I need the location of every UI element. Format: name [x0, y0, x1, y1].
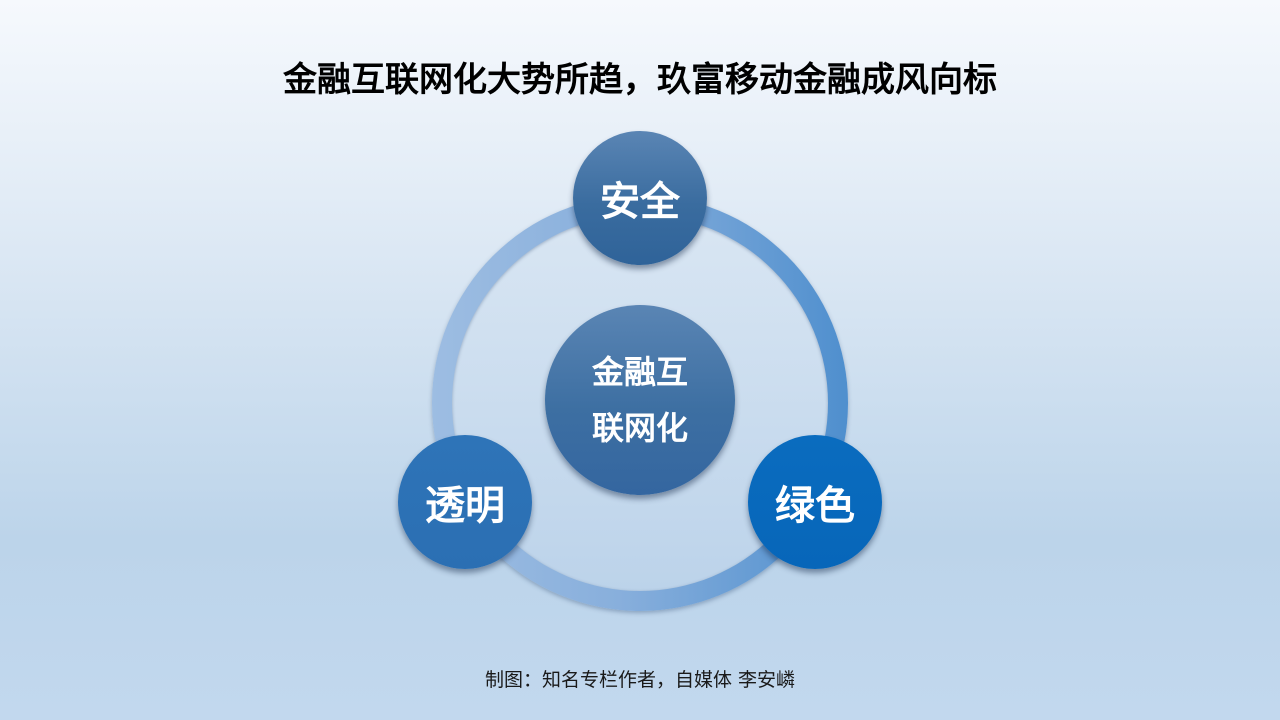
node-green: 绿色 — [748, 435, 882, 569]
caption: 制图：知名专栏作者，自媒体 李安嶙 — [484, 669, 796, 691]
node-transparency-label: 透明 — [425, 483, 505, 529]
slide-title: 金融互联网化大势所趋，玖富移动金融成风向标 — [283, 60, 997, 100]
center-label-line2: 联网化 — [591, 409, 688, 447]
center-node: 金融互 联网化 — [545, 305, 735, 495]
node-security-label: 安全 — [600, 179, 680, 225]
node-security: 安全 — [573, 131, 707, 265]
node-green-label: 绿色 — [775, 483, 855, 529]
center-label-line1: 金融互 — [591, 353, 688, 391]
node-transparency: 透明 — [398, 435, 532, 569]
